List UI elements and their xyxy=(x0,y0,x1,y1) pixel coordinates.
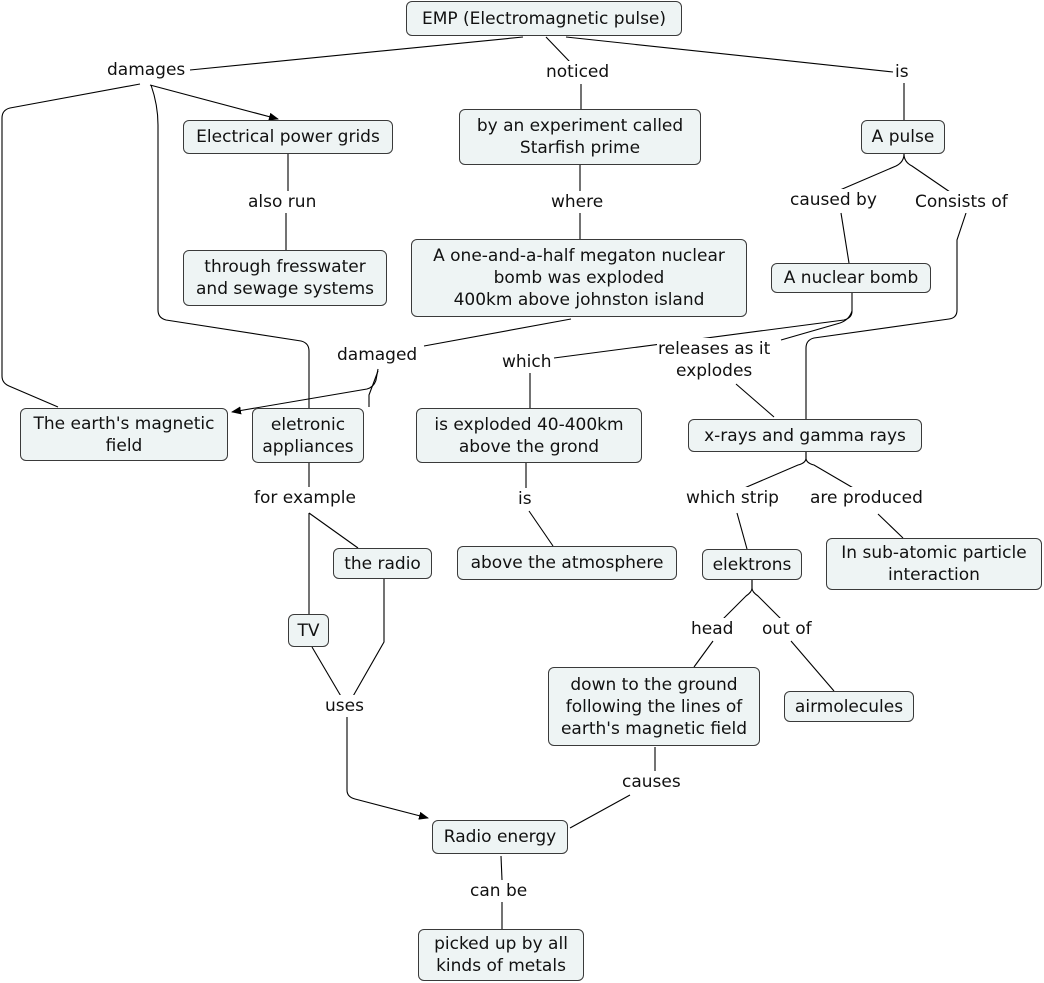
node-electronic-appliances[interactable]: eletronic appliances xyxy=(252,408,364,463)
link-damaged-magnetic-field xyxy=(231,368,379,415)
link-which-strip-elektrons xyxy=(736,512,748,550)
node-elektrons[interactable]: elektrons xyxy=(702,549,802,580)
link-consists-of-xrays xyxy=(805,212,967,419)
node-emp[interactable]: EMP (Electromagnetic pulse) xyxy=(406,1,682,36)
label-noticed: noticed xyxy=(545,61,611,83)
link-damages-power-grids xyxy=(149,84,279,121)
node-a-pulse[interactable]: A pulse xyxy=(861,120,945,154)
link-causes-radio-energy xyxy=(569,794,631,829)
label-which-strip: which strip xyxy=(685,487,780,509)
link-caused-by-nuclear-bomb xyxy=(840,212,850,264)
node-nuclear-bomb[interactable]: A nuclear bomb xyxy=(771,263,931,293)
node-exploded-40-400km[interactable]: is exploded 40-400km above the grond xyxy=(416,408,642,463)
link-emp-noticed xyxy=(545,36,571,63)
label-are-produced: are produced xyxy=(809,487,924,509)
label-consists-of: Consists of xyxy=(914,191,1009,213)
label-releases-as-it-explodes: releases as it explodes xyxy=(657,338,772,382)
node-freshwater-sewage[interactable]: through fresswater and sewage systems xyxy=(183,250,387,306)
link-pulse-caused-by xyxy=(839,153,905,191)
link-damages-appliances xyxy=(150,84,310,408)
node-above-atmosphere[interactable]: above the atmosphere xyxy=(457,546,677,580)
link-radio-uses xyxy=(351,579,385,699)
label-caused-by: caused by xyxy=(789,189,878,211)
link-is-atmosphere xyxy=(528,510,554,547)
node-tv[interactable]: TV xyxy=(288,614,329,647)
link-elektrons-head xyxy=(721,580,753,621)
label-damaged: damaged xyxy=(336,344,419,366)
label-also-run: also run xyxy=(247,191,318,213)
link-megaton-damaged xyxy=(423,318,572,347)
link-damages-magnetic-field xyxy=(1,83,141,408)
label-where: where xyxy=(550,191,605,213)
label-out-of: out of xyxy=(761,618,813,640)
link-tv-uses xyxy=(311,646,343,699)
link-nuclear-bomb-releases xyxy=(780,310,853,341)
node-airmolecules[interactable]: airmolecules xyxy=(784,691,914,722)
node-earths-magnetic-field[interactable]: The earth's magnetic field xyxy=(20,408,228,461)
label-head: head xyxy=(690,618,735,640)
link-radio-energy-can-be xyxy=(500,855,503,881)
label-is-mid: is xyxy=(517,488,533,510)
node-picked-up-by-metals[interactable]: picked up by all kinds of metals xyxy=(418,929,584,981)
node-radio-energy[interactable]: Radio energy xyxy=(432,820,568,854)
link-emp-is xyxy=(565,36,894,73)
node-megaton-bomb[interactable]: A one-and-a-half megaton nuclear bomb wa… xyxy=(411,239,747,317)
node-electrical-power-grids[interactable]: Electrical power grids xyxy=(183,120,393,154)
node-starfish-prime[interactable]: by an experiment called Starfish prime xyxy=(459,109,701,165)
link-elektrons-out-of xyxy=(751,580,783,621)
link-releases-xrays xyxy=(735,383,775,418)
link-for-example-radio xyxy=(308,512,359,549)
link-are-produced-subatomic xyxy=(877,513,904,539)
node-down-to-ground[interactable]: down to the ground following the lines o… xyxy=(548,667,760,746)
label-uses: uses xyxy=(324,695,365,717)
link-damaged-appliances xyxy=(368,370,379,407)
link-head-ground xyxy=(693,640,714,668)
link-xrays-which-strip xyxy=(741,452,807,490)
node-the-radio[interactable]: the radio xyxy=(333,548,432,579)
label-is-top: is xyxy=(894,61,910,83)
node-xrays-gamma-rays[interactable]: x-rays and gamma rays xyxy=(688,419,922,452)
label-can-be: can be xyxy=(469,880,529,902)
node-subatomic-interaction[interactable]: In sub-atomic particle interaction xyxy=(826,538,1042,590)
label-for-example: for example xyxy=(253,487,357,509)
link-pulse-consists-of xyxy=(903,153,951,193)
label-which: which xyxy=(501,351,553,373)
label-causes: causes xyxy=(621,771,682,793)
link-emp-damages xyxy=(189,36,524,71)
link-uses-radio-energy xyxy=(346,717,429,820)
link-xrays-are-produced xyxy=(805,452,856,490)
label-damages: damages xyxy=(106,59,187,81)
link-out-of-airmolecules xyxy=(790,640,835,692)
